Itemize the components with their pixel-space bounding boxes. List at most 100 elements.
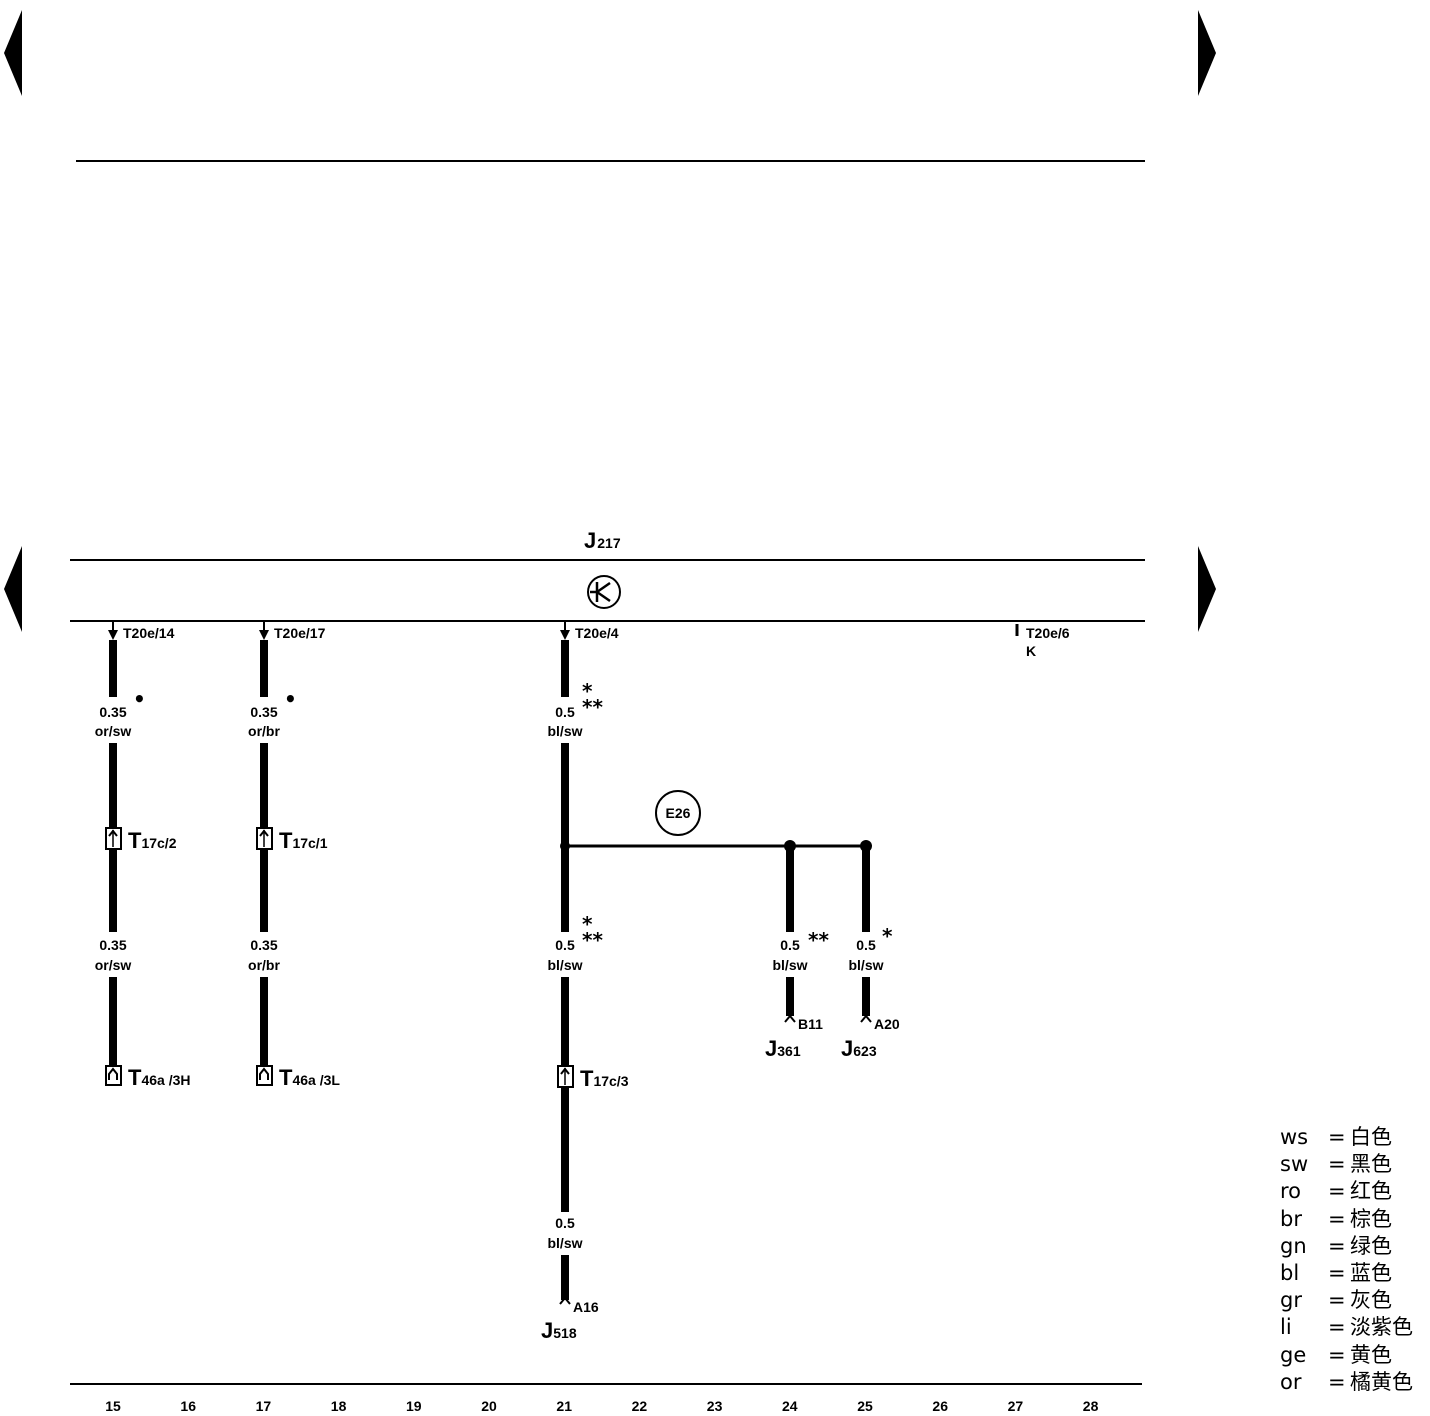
legend-row: ro =红色 — [1280, 1178, 1430, 1205]
wire-color: or/sw — [95, 723, 132, 739]
wire-color: or/br — [248, 723, 280, 739]
splice-label: E26 — [666, 805, 691, 821]
legend-code: gn — [1280, 1233, 1307, 1258]
legend-color-name: 黑色 — [1350, 1152, 1392, 1177]
legend-code: ro — [1280, 1179, 1302, 1204]
wire-size: 0.5 — [856, 937, 876, 953]
legend-code: sw — [1280, 1152, 1309, 1177]
endpoint-label: J361 — [765, 1036, 801, 1061]
plug-label: T17c/3 — [580, 1066, 629, 1091]
module-label: J217 — [584, 528, 621, 553]
wire-size: 0.35 — [99, 937, 126, 953]
column-number: 24 — [782, 1398, 798, 1414]
legend-color-name: 灰色 — [1350, 1288, 1392, 1313]
splice-label-circle — [655, 790, 701, 836]
legend-equals: = — [1328, 1315, 1346, 1340]
plug-socket-icon — [105, 1065, 122, 1086]
wire-size: 0.5 — [555, 1215, 575, 1231]
footnote-mark: * — [582, 912, 593, 936]
connector-t1: T20e/14 — [123, 625, 175, 641]
endpoint-label: J623 — [841, 1036, 877, 1061]
wire-size: 0.5 — [780, 937, 800, 953]
legend-color-name: 红色 — [1350, 1179, 1392, 1204]
legend-color-name: 蓝色 — [1350, 1261, 1392, 1286]
legend-color-name: 橘黄色 — [1350, 1369, 1413, 1394]
legend-row: gr=灰色 — [1280, 1287, 1430, 1314]
column-number: 27 — [1008, 1398, 1024, 1414]
endpoint-label: J518 — [541, 1318, 577, 1343]
connector-t4-note: K — [1026, 643, 1036, 659]
column-number: 25 — [857, 1398, 873, 1414]
wire-size: 0.5 — [555, 937, 575, 953]
plug-label: T46a /3H — [128, 1065, 191, 1090]
inline-connector-icon — [557, 1065, 574, 1088]
legend-row: or =橘黄色 — [1280, 1369, 1430, 1396]
legend-code: or — [1280, 1369, 1302, 1394]
wire-color: bl/sw — [547, 957, 582, 973]
connector-t2: T20e/17 — [274, 625, 326, 641]
legend-row: sw=黑色 — [1280, 1151, 1430, 1178]
footnote-mark: * — [582, 679, 593, 703]
column-number: 22 — [632, 1398, 648, 1414]
footnote-mark: • — [133, 687, 146, 711]
column-number: 28 — [1083, 1398, 1099, 1414]
footnote-mark: • — [284, 687, 297, 711]
column-number: 16 — [180, 1398, 196, 1414]
legend-equals: = — [1328, 1342, 1346, 1367]
next-section-arrow-icon[interactable] — [1198, 546, 1216, 632]
legend-equals: = — [1328, 1261, 1346, 1286]
next-page-arrow-icon[interactable] — [1198, 10, 1216, 96]
wire-color: or/sw — [95, 957, 132, 973]
connector-t3: T20e/4 — [575, 625, 619, 641]
wire-color: bl/sw — [848, 957, 883, 973]
transistor-symbol-icon — [587, 575, 621, 609]
legend-color-name: 黄色 — [1350, 1342, 1392, 1367]
wire-size: 0.35 — [250, 937, 277, 953]
footnote-mark: * — [882, 924, 893, 948]
connector-t4: T20e/6 — [1026, 625, 1070, 641]
endpoint-pin: A16 — [573, 1299, 599, 1315]
plug-label: T46a /3L — [279, 1065, 340, 1090]
prev-section-arrow-icon[interactable] — [4, 546, 22, 632]
wire-color: or/br — [248, 957, 280, 973]
endpoint-pin: A20 — [874, 1016, 900, 1032]
legend-code: ws — [1280, 1125, 1309, 1149]
legend-code: br — [1280, 1206, 1302, 1231]
legend-row: li=淡紫色 — [1280, 1314, 1430, 1341]
column-number: 15 — [105, 1398, 121, 1414]
legend-equals: = — [1328, 1288, 1346, 1313]
legend-color-name: 淡紫色 — [1350, 1315, 1413, 1340]
inline-connector-icon — [105, 827, 122, 850]
legend-row: br=棕色 — [1280, 1206, 1430, 1233]
legend-row: ge =黄色 — [1280, 1342, 1430, 1369]
prev-page-arrow-icon[interactable] — [4, 10, 22, 96]
legend-color-name: 白色 — [1350, 1125, 1392, 1149]
legend-row: ws=白色 — [1280, 1124, 1430, 1151]
legend-equals: = — [1328, 1179, 1346, 1204]
inline-connector-icon — [256, 827, 273, 850]
column-number: 19 — [406, 1398, 422, 1414]
wire-color: bl/sw — [547, 723, 582, 739]
legend-row: gn =绿色 — [1280, 1233, 1430, 1260]
legend-equals: = — [1328, 1206, 1346, 1231]
legend-equals: = — [1328, 1233, 1346, 1258]
column-number: 20 — [481, 1398, 497, 1414]
plug-label: T17c/1 — [279, 828, 328, 853]
legend-row: bl=蓝色 — [1280, 1260, 1430, 1287]
pin-arrow-icon — [108, 622, 118, 640]
wire-size: 0.35 — [99, 704, 126, 720]
wire-size: 0.5 — [555, 704, 575, 720]
footnote-mark: ** — [582, 695, 603, 719]
legend-color-name: 绿色 — [1350, 1233, 1392, 1258]
pin-arrow-icon — [560, 622, 570, 640]
footnote-mark: ** — [808, 928, 829, 952]
column-number: 23 — [707, 1398, 723, 1414]
footnote-mark: ** — [582, 928, 603, 952]
legend-equals: = — [1328, 1369, 1346, 1394]
terminal-icon — [784, 1014, 796, 1023]
legend-code: ge — [1280, 1342, 1307, 1367]
plug-socket-icon — [256, 1065, 273, 1086]
